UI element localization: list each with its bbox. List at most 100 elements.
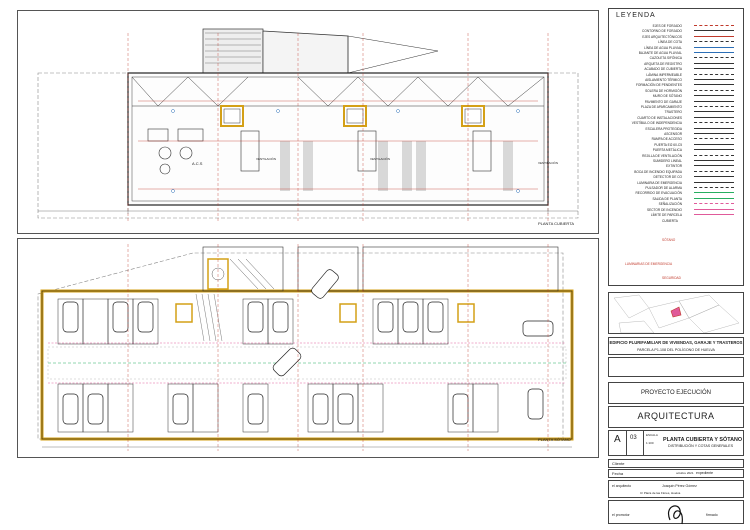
legend-item-symbol [694, 160, 734, 163]
sheet-scale-value: 1:100 [646, 441, 654, 445]
legend-item-label: TRASTERO [664, 110, 682, 115]
sheet-number: 03 [630, 435, 637, 441]
roof-plan-panel: PLANTA CUBIERTA A.C.S VENTILACIÓN VENTIL… [17, 10, 599, 234]
legend-item-symbol [694, 133, 734, 136]
room-label-ventilation-2: VENTILACIÓN [370, 157, 391, 161]
legend-item: CUARTO DE INSTALACIONES [612, 114, 740, 122]
sheet-scale-label: ESCALA [646, 433, 658, 437]
legend-item: PAVIMENTO DE GARAJE [612, 98, 740, 106]
legend-item-label: ACABADO DE CUBIERTA [644, 67, 682, 72]
sheet-number-cell [627, 431, 644, 455]
project-title: EDIFICIO PLURIFAMILIAR DE VIVIENDAS, GAR… [609, 340, 743, 345]
legend-item: ESCALERA PROTEGIDA [612, 125, 740, 133]
legend-item-symbol [694, 127, 734, 131]
legend-item-symbol [694, 214, 734, 217]
legend-item-symbol [694, 52, 734, 55]
legend-item-label: REJILLA DE VENTILACIÓN [642, 153, 682, 158]
legend-item-symbol [694, 84, 734, 87]
legend-subhead-emergency: LUMINARIAS DE EMERGENCIA [625, 262, 673, 266]
legend-item: LÍMITE DE PARCELA [612, 211, 740, 219]
legend-item: EJES ARQUITECTÓNICOS [612, 33, 740, 41]
legend-item-symbol [694, 35, 734, 39]
legend-panel [608, 8, 744, 286]
signature-mark [668, 505, 683, 525]
legend-subhead-roof: CUBIERTA [662, 219, 678, 223]
legend-item-label: ARQUETA DE REGISTRO [644, 61, 682, 66]
legend-item-label: PUERTA EI2 60-C5 [654, 142, 682, 147]
legend-item: PUERTA EI2 60-C5 [612, 141, 740, 149]
legend-item-label: RAMPA DE ACCESO [651, 137, 682, 142]
legend-item: ASCENSOR [612, 130, 740, 138]
legend-title: LEYENDA [616, 12, 656, 19]
sheet-box [608, 430, 744, 456]
legend-item-symbol [694, 192, 734, 195]
legend-item-symbol [694, 122, 734, 125]
legend-item: CAZOLETA SIFÓNICA [612, 54, 740, 62]
room-label-ventilation-3: VENTILACIÓN [538, 161, 559, 165]
legend-item: TRASTERO [612, 108, 740, 116]
legend-item-symbol [694, 89, 734, 93]
architect-row [608, 480, 744, 498]
legend-item: EXTINTOR [612, 162, 740, 170]
legend-item: SECTOR DE INCENDIO [612, 206, 740, 214]
architect-name: Joaquín Pérez Gómez [662, 484, 697, 488]
legend-item-label: PAVIMENTO DE GARAJE [644, 99, 682, 104]
legend-item: FORMACIÓN DE PENDIENTES [612, 81, 740, 89]
location-map [608, 292, 744, 334]
legend-item-symbol [694, 154, 734, 158]
date-label: Fecha [612, 471, 624, 476]
legend-item-label: SEÑALIZACIÓN [658, 202, 682, 207]
project-title-box [608, 337, 744, 355]
legend-item-label: BOCA DE INCENDIO EQUIPADA [634, 169, 682, 174]
legend-item: PUERTA METÁLICA [612, 146, 740, 154]
legend-item-label: PUERTA METÁLICA [652, 148, 682, 153]
legend-item: CONTORNO DE FORJADO [612, 27, 740, 35]
roof-plan-caption: PLANTA CUBIERTA [538, 221, 575, 226]
basement-plan-panel: PLANTA SÓTANO [17, 238, 599, 458]
legend-item: PULSADOR DE ALARMA [612, 184, 740, 192]
client-row [608, 459, 744, 468]
promoter-label: el promotor [612, 513, 630, 517]
legend-item-symbol [694, 62, 734, 66]
client-label: Cliente [612, 461, 625, 466]
legend-item-label: AISLAMIENTO TÉRMICO [645, 78, 682, 82]
legend-item: EJES DE FORJADO [612, 22, 740, 30]
legend-item-label: MURO DE SÓTANO [652, 94, 682, 99]
legend-item-label: SUMIDERO LINEAL [652, 159, 682, 163]
legend-item: BOCA DE INCENDIO EQUIPADA [612, 168, 740, 176]
legend-item: SALIDA DE PLANTA [612, 195, 740, 203]
blank-box [608, 357, 744, 377]
legend-item-label: LÍMITE DE PARCELA [650, 213, 682, 217]
legend-item-symbol [694, 116, 734, 120]
sheet-title: PLANTA CUBIERTA Y SÓTANO [663, 437, 743, 443]
legend-item-label: DETECTOR DE CO [653, 175, 682, 180]
legend-item-symbol [694, 170, 734, 174]
legend-item-label: LÁMINA IMPERMEABLE [646, 72, 682, 77]
phase-box [608, 382, 744, 404]
legend-item-label: EXTINTOR [665, 164, 682, 169]
legend-subhead-basement: SÓTANO [662, 238, 676, 242]
legend-item-symbol [694, 57, 734, 60]
legend-item: LUMINARIA DE EMERGENCIA [612, 179, 740, 187]
project-phase: PROYECTO EJECUCIÓN [641, 390, 711, 396]
legend-item-symbol [694, 46, 734, 50]
date-value: octubre 2021 [676, 471, 694, 475]
legend-item-symbol [694, 208, 734, 212]
sheet-letter-cell [609, 431, 627, 455]
legend-item-label: SALIDA DE PLANTA [652, 196, 682, 201]
legend-item-symbol [694, 30, 734, 33]
legend-item-label: CUARTO DE INSTALACIONES [637, 115, 682, 120]
legend-item: RECORRIDO DE EVACUACIÓN [612, 189, 740, 197]
legend-item-symbol [694, 106, 734, 109]
legend-item: LÁMINA IMPERMEABLE [612, 71, 740, 79]
signature-label: firmado [706, 513, 718, 517]
legend-item-symbol [694, 111, 734, 114]
legend-item: SEÑALIZACIÓN [612, 200, 740, 208]
legend-item-label: LUMINARIA DE EMERGENCIA [637, 180, 682, 185]
signature-row [608, 500, 744, 524]
project-address: C/ Plaza de las Flores, Huelva [640, 491, 681, 495]
legend-item-label: LÍNEA DE COTA [658, 40, 682, 45]
basement-plan-drawing [37, 244, 574, 451]
legend-item: SOLERA DE HORMIGÓN [612, 87, 740, 95]
